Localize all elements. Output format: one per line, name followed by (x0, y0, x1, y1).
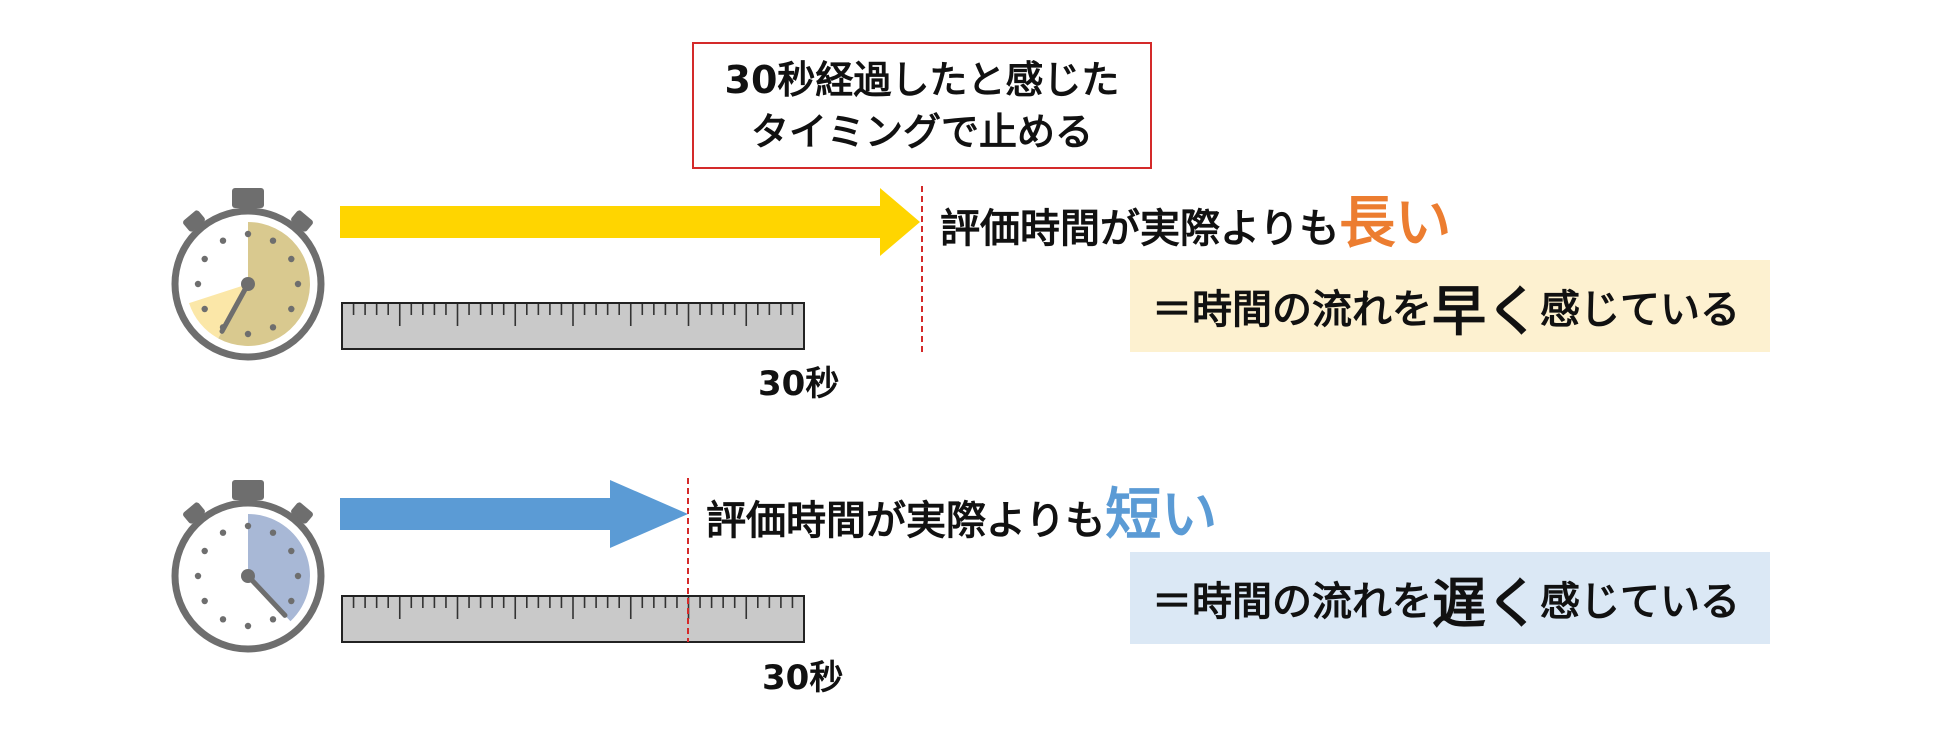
stopwatch-long (171, 188, 325, 361)
arrow-long (340, 188, 920, 256)
conclusion-box-short: ＝時間の流れを 遅く 感じている (1130, 552, 1770, 644)
ruler-long (341, 302, 805, 350)
stopwatch-crown (232, 480, 264, 500)
stopwatch-tick (269, 616, 277, 623)
stopwatch-hand (219, 281, 251, 334)
stopwatch-elapsed-sector (248, 514, 310, 622)
stopwatch-tick (294, 280, 302, 288)
statement-prefix: 評価時間が実際よりも (706, 498, 1106, 544)
statement-emphasis-short: 短い (1105, 483, 1218, 548)
stopwatch-short (171, 480, 325, 653)
stopwatch-tick (219, 529, 227, 536)
conclusion-emphasis-short: 遅く (1432, 571, 1540, 635)
stopwatch-tick (244, 230, 252, 238)
stopwatch-tick (244, 622, 252, 630)
stopwatch-tick (194, 280, 202, 288)
stopwatch-tick (269, 237, 277, 244)
stopwatch-tick (201, 547, 208, 555)
conclusion-suffix: 感じている (1540, 579, 1740, 625)
ruler-short (341, 595, 805, 643)
stopwatch-hand (245, 573, 288, 618)
stopwatch-tick (288, 305, 295, 313)
statement-short: 評価時間が実際よりも 短い (706, 482, 1217, 546)
stopwatch-tick (288, 547, 295, 555)
stopwatch-tick (294, 572, 302, 580)
stopwatch-elapsed-sector (218, 222, 310, 347)
statement-long: 評価時間が実際よりも 長い (940, 190, 1451, 254)
stopwatch-tick (269, 529, 277, 536)
stopwatch-tick (201, 597, 208, 605)
stopwatch-tick (269, 324, 277, 331)
instruction-line-1: 30秒経過したと感じた (724, 57, 1120, 102)
stopwatch-crown (232, 188, 264, 208)
conclusion-prefix: ＝時間の流れを (1152, 579, 1432, 625)
stopwatch-tick (201, 305, 208, 313)
stopwatch-tick (219, 237, 227, 244)
ruler-label-short: 30秒 (762, 658, 844, 698)
conclusion-box-long: ＝時間の流れを 早く 感じている (1130, 260, 1770, 352)
stopwatch-tick (201, 255, 208, 263)
conclusion-prefix: ＝時間の流れを (1152, 287, 1432, 333)
conclusion-suffix: 感じている (1540, 287, 1740, 333)
stopwatch-tick (219, 616, 227, 623)
statement-prefix: 評価時間が実際よりも (940, 206, 1340, 252)
conclusion-emphasis-long: 早く (1432, 279, 1540, 343)
stopwatch-tick (194, 572, 202, 580)
stopwatch-tick (244, 522, 252, 530)
instruction-box: 30秒経過したと感じた タイミングで止める (692, 42, 1152, 169)
ruler-label-long: 30秒 (758, 364, 840, 404)
arrow-short (340, 480, 688, 548)
stopwatch-tick (244, 330, 252, 338)
instruction-line-2: タイミングで止める (750, 109, 1093, 154)
statement-emphasis-long: 長い (1339, 191, 1452, 256)
stopwatch-tick (288, 597, 295, 605)
stopwatch-tick (288, 255, 295, 263)
